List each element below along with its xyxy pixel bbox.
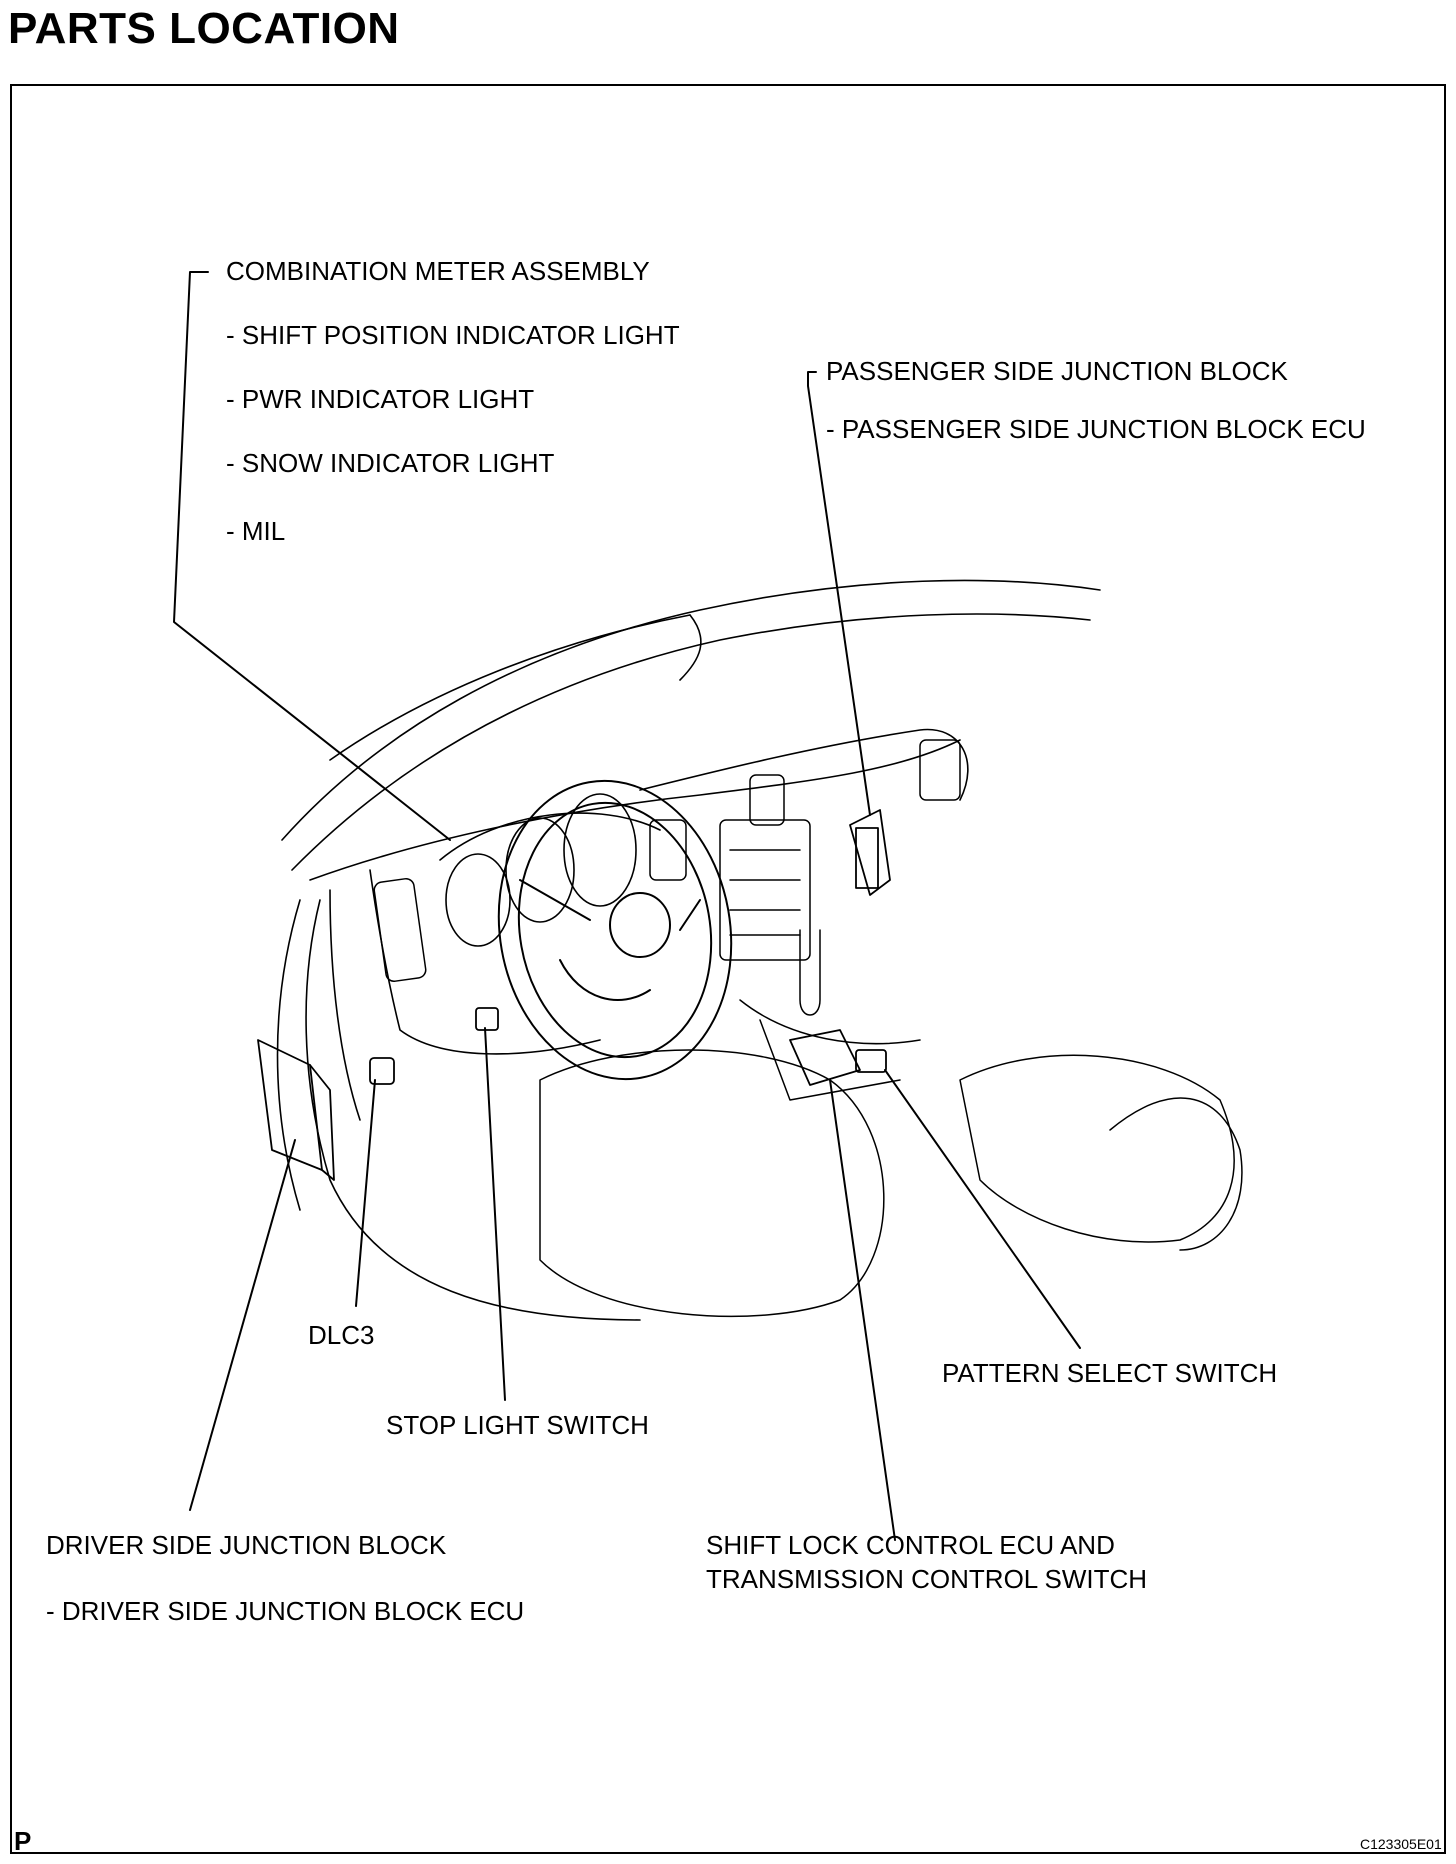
passenger-jb-heading: PASSENGER SIDE JUNCTION BLOCK (826, 356, 1288, 386)
combination-meter-item: - SNOW INDICATOR LIGHT (226, 448, 555, 478)
stop-light-switch-label: STOP LIGHT SWITCH (386, 1410, 649, 1440)
passenger-jb-item: - PASSENGER SIDE JUNCTION BLOCK ECU (826, 414, 1366, 444)
steering-wheel (497, 779, 733, 1081)
combination-meter-item: - PWR INDICATOR LIGHT (226, 384, 535, 414)
pattern-select-switch-label: PATTERN SELECT SWITCH (942, 1358, 1278, 1388)
dashboard-outline (276, 728, 969, 1321)
page-title: PARTS LOCATION (8, 4, 400, 53)
leader-lines (173, 271, 1081, 1541)
driver-jb-heading: DRIVER SIDE JUNCTION BLOCK (46, 1530, 447, 1560)
shift-lock-ecu (789, 1029, 887, 1086)
shift-lock-line1: SHIFT LOCK CONTROL ECU AND (706, 1530, 1115, 1560)
stop-light-switch (475, 1007, 499, 1031)
instrument-cluster (439, 793, 661, 947)
shift-lock-line2: TRANSMISSION CONTROL SWITCH (706, 1564, 1148, 1594)
combination-meter-heading: COMBINATION METER ASSEMBLY (226, 256, 650, 286)
driver-junction-block (257, 1039, 335, 1181)
dlc3-label: DLC3 (308, 1320, 375, 1350)
combination-meter-item: - MIL (226, 516, 286, 546)
air-vents (373, 739, 961, 983)
windshield-outline (281, 579, 1101, 871)
dlc3-connector (369, 1057, 395, 1085)
diagram-frame (10, 84, 1446, 1854)
seats (539, 1049, 1243, 1318)
passenger-junction-block (849, 809, 891, 896)
combination-meter-item: - SHIFT POSITION INDICATOR LIGHT (226, 320, 680, 350)
figure-id: C123305E01 (1360, 1836, 1442, 1852)
corner-mark: P (14, 1826, 32, 1856)
driver-jb-item: - DRIVER SIDE JUNCTION BLOCK ECU (46, 1596, 525, 1626)
center-console (719, 819, 921, 1101)
